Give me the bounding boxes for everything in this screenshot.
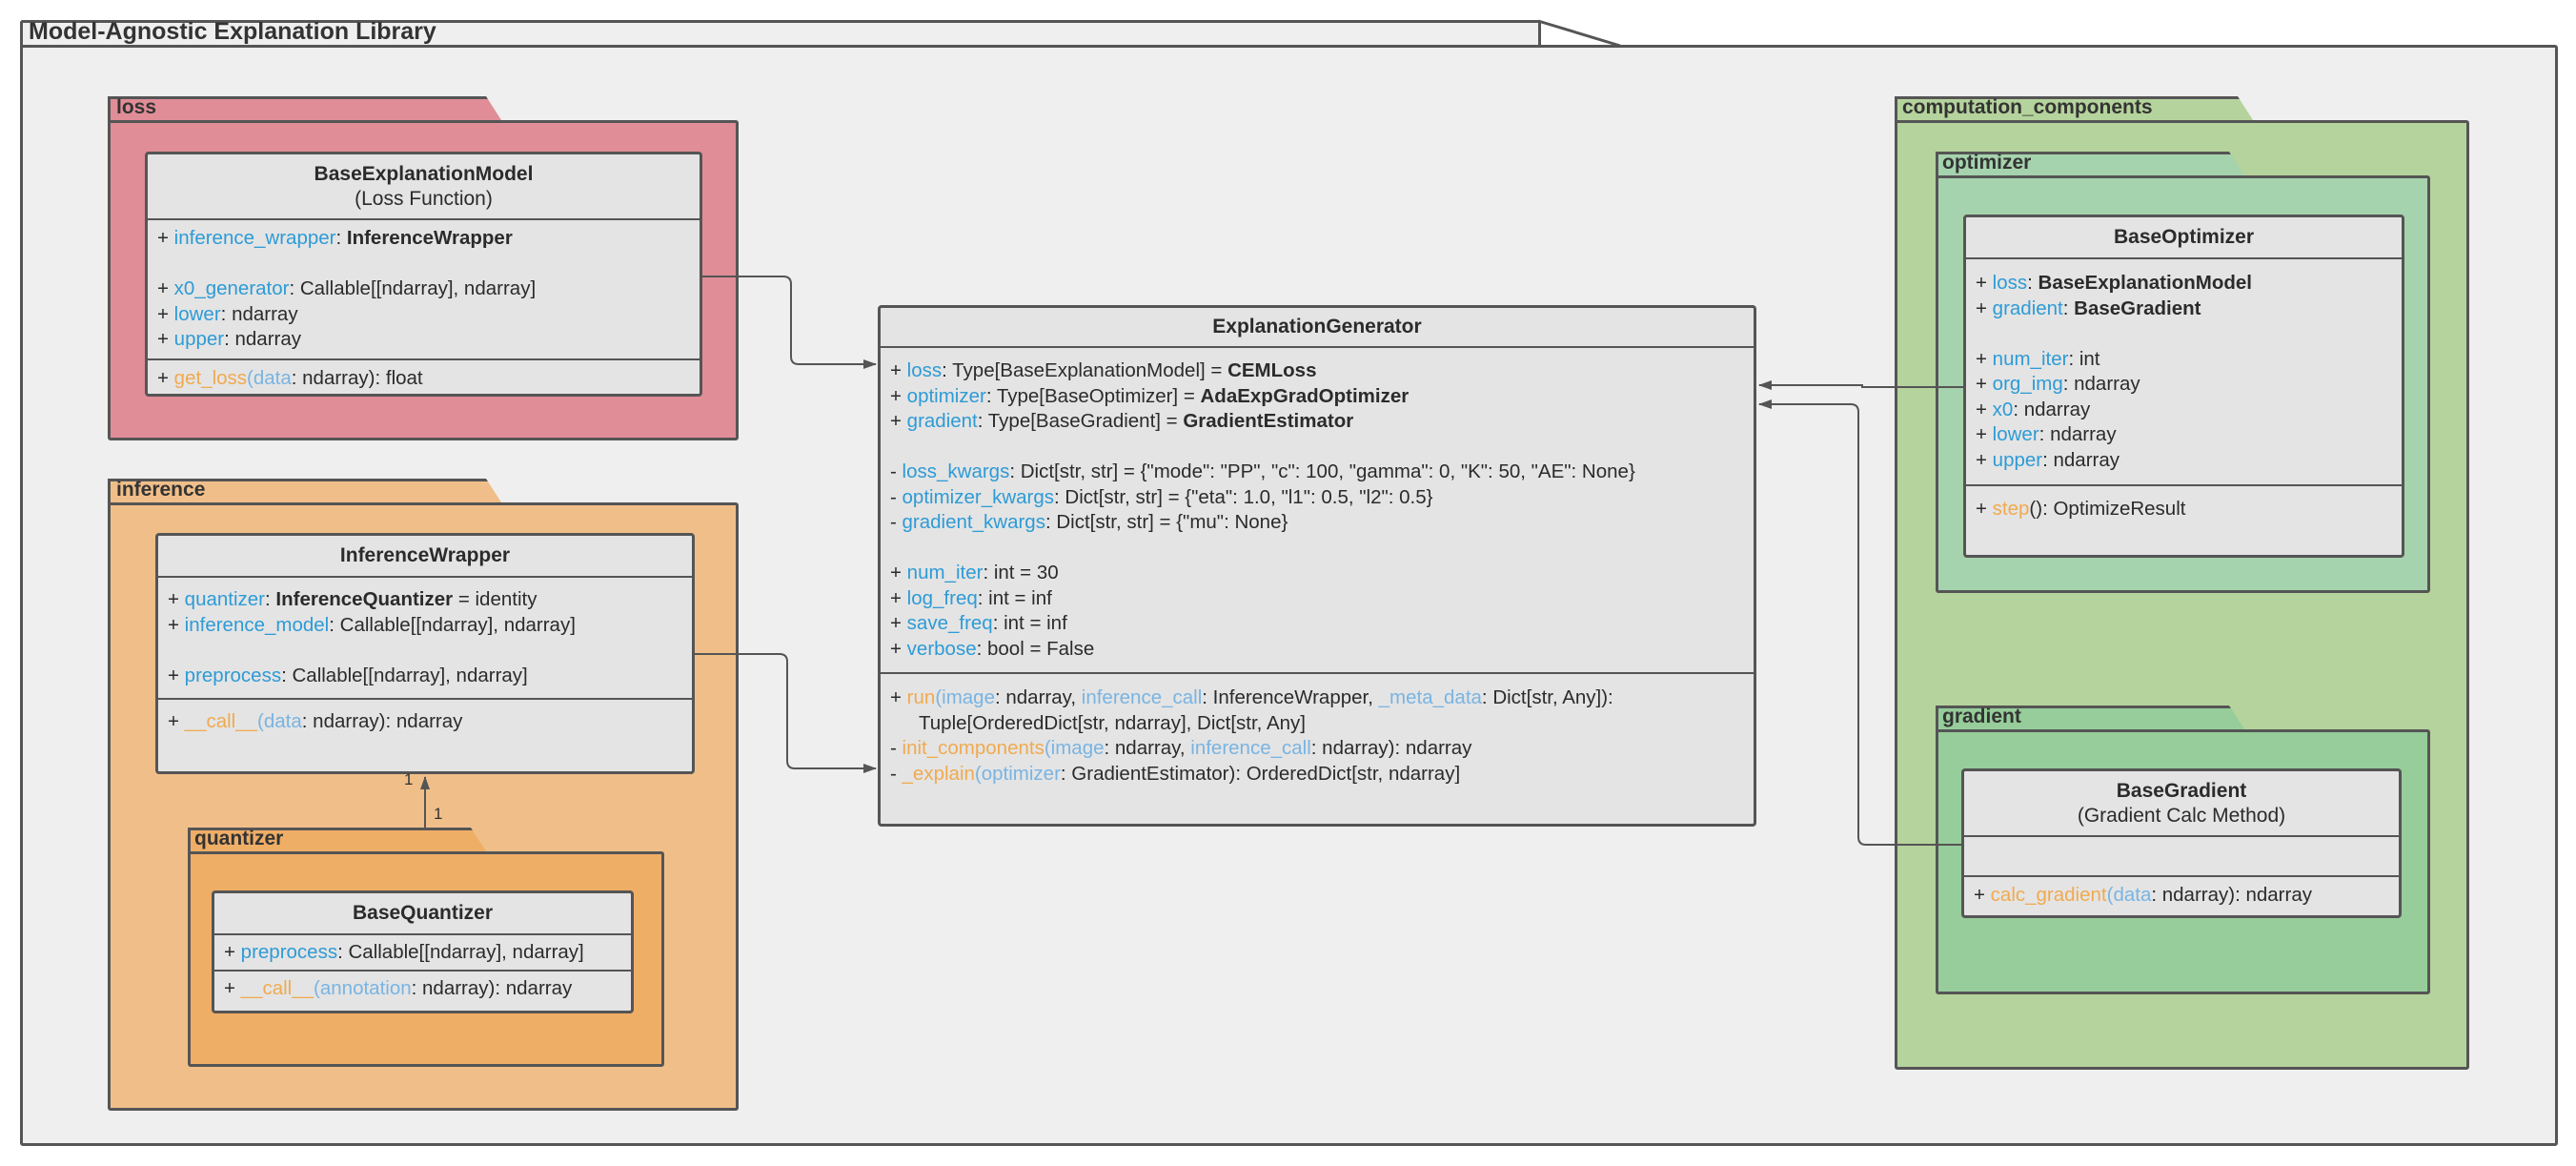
quantizer-package-label: quantizer [194,828,284,849]
attribute-row: - loss_kwargs: Dict[str, str] = {"mode":… [890,460,1635,482]
methods-section: + step(): OptimizeResult [1966,484,2402,528]
method-row: + __call__(annotation: ndarray): ndarray [224,976,573,999]
attribute-row: + lower: ndarray [1976,423,2117,445]
attributes-section: + preprocess: Callable[[ndarray], ndarra… [214,935,631,970]
inference-wrapper-class[interactable]: InferenceWrapper + quantizer: InferenceQ… [155,533,695,774]
method-row-continuation: Tuple[OrderedDict[str, ndarray], Dict[st… [919,711,1306,734]
class-header: BaseGradient (Gradient Calc Method) [1964,771,2399,837]
class-name: BaseGradient [2116,779,2247,802]
attribute-row: + gradient: BaseGradient [1976,297,2201,319]
computation-package-tab [1895,96,2255,123]
quantizer-package-tab [188,828,488,854]
base-quantizer-class[interactable]: BaseQuantizer + preprocess: Callable[[nd… [212,890,634,1013]
explanation-generator-class[interactable]: ExplanationGenerator + loss: Type[BaseEx… [878,305,1756,827]
class-subtitle: (Gradient Calc Method) [2077,804,2286,827]
loss-package-tab [108,96,503,123]
attribute-row: - optimizer_kwargs: Dict[str, str] = {"e… [890,485,1433,508]
class-header: BaseOptimizer [1966,217,2402,259]
base-explanation-model-class[interactable]: BaseExplanationModel (Loss Function) + i… [145,152,702,397]
attribute-row: + num_iter: int [1976,347,2100,370]
attribute-row: + preprocess: Callable[[ndarray], ndarra… [168,664,528,686]
attribute-row: + verbose: bool = False [890,637,1095,660]
multiplicity-lower: 1 [434,805,443,823]
attribute-row: + optimizer: Type[BaseOptimizer] = AdaEx… [890,384,1410,407]
attribute-row: + org_img: ndarray [1976,373,2140,395]
class-header: ExplanationGenerator [881,308,1754,348]
loss-package-label: loss [116,96,157,118]
methods-section: + get_loss(data: ndarray): float [148,358,700,398]
methods-section: + calc_gradient(data: ndarray): ndarray [1964,877,2399,914]
attribute-row: + gradient: Type[BaseGradient] = Gradien… [890,410,1354,432]
method-row: + step(): OptimizeResult [1976,498,2186,520]
attribute-row: + save_freq: int = inf [890,612,1067,634]
attribute-row: + lower: ndarray [157,302,298,325]
class-header: BaseExplanationModel (Loss Function) [148,154,700,220]
attribute-row: + loss: Type[BaseExplanationModel] = CEM… [890,359,1317,381]
method-row: + __call__(data: ndarray): ndarray [168,710,463,732]
base-gradient-class[interactable]: BaseGradient (Gradient Calc Method) + ca… [1961,768,2402,918]
method-row: + get_loss(data: ndarray): float [157,366,423,389]
computation-package-label: computation_components [1902,96,2153,118]
attribute-row: + inference_model: Callable[[ndarray], n… [168,613,576,636]
attributes-section: + loss: BaseExplanationModel + gradient:… [1966,259,2402,484]
gradient-package-label: gradient [1942,706,2021,727]
class-name: BaseQuantizer [352,902,494,924]
attribute-row: + log_freq: int = inf [890,586,1052,609]
attribute-row: + num_iter: int = 30 [890,562,1059,583]
gradient-package-tab [1936,706,2246,732]
methods-section: + run(image: ndarray, inference_call: In… [881,672,1754,792]
attributes-section: + quantizer: InferenceQuantizer = identi… [158,578,692,698]
optimizer-package-label: optimizer [1942,152,2032,174]
method-row: + calc_gradient(data: ndarray): ndarray [1974,884,2312,906]
class-header: BaseQuantizer [214,893,631,935]
library-package-tab [20,20,1541,49]
attribute-row: + inference_wrapper: InferenceWrapper [157,227,513,249]
class-subtitle: (Loss Function) [355,187,493,210]
library-title: Model-Agnostic Explanation Library [29,18,436,45]
methods-section: + __call__(data: ndarray): ndarray [158,698,692,741]
attributes-section [1964,837,2399,877]
attribute-row: + upper: ndarray [157,328,302,350]
attribute-row: + upper: ndarray [1976,448,2120,471]
multiplicity-upper: 1 [404,770,414,788]
attribute-row: + x0: ndarray [1976,398,2091,420]
method-row: + run(image: ndarray, inference_call: In… [890,686,1613,708]
base-optimizer-class[interactable]: BaseOptimizer + loss: BaseExplanationMod… [1963,215,2404,558]
method-row: - _explain(optimizer: GradientEstimator)… [890,762,1461,785]
inference-package-label: inference [116,479,206,501]
method-row: - init_components(image: ndarray, infere… [890,737,1472,759]
attribute-row: + loss: BaseExplanationModel [1976,272,2252,294]
attribute-row: - gradient_kwargs: Dict[str, str] = {"mu… [890,511,1288,533]
class-name: InferenceWrapper [339,544,511,566]
class-name: ExplanationGenerator [1212,316,1422,338]
attribute-row: + x0_generator: Callable[[ndarray], ndar… [157,277,537,299]
class-name: BaseOptimizer [2113,226,2255,248]
inference-package-tab [108,479,503,505]
optimizer-package-tab [1936,152,2246,178]
class-header: InferenceWrapper [158,536,692,578]
class-name: BaseExplanationModel [314,162,534,185]
attributes-section: + loss: Type[BaseExplanationModel] = CEM… [881,348,1754,672]
attributes-section: + inference_wrapper: InferenceWrapper + … [148,220,700,358]
attribute-row: + preprocess: Callable[[ndarray], ndarra… [224,941,584,963]
methods-section: + __call__(annotation: ndarray): ndarray [214,969,631,1008]
attribute-row: + quantizer: InferenceQuantizer = identi… [168,588,538,610]
